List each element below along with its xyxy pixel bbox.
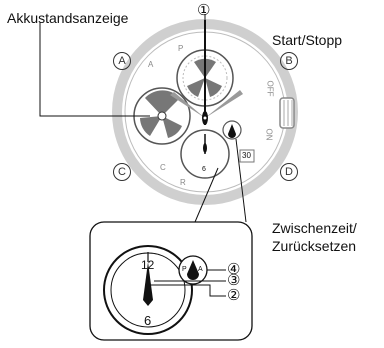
bezel-off: OFF <box>265 80 275 97</box>
bezel-p: P <box>178 44 184 53</box>
callout-4: ④ <box>227 261 241 278</box>
lap-reset-label-line1: Zwischenzeit/ <box>272 220 357 236</box>
bezel-on: ON <box>264 128 274 141</box>
date-window <box>239 149 255 163</box>
zoom-line-left <box>194 167 219 223</box>
mini-dial-six: 6 <box>202 166 206 173</box>
callout-3: ③ <box>227 272 241 289</box>
minute-hand <box>205 90 243 118</box>
start-stop-label: Start/Stopp <box>272 32 343 48</box>
battery-indicator-label: Akkustandsanzeige <box>7 10 129 26</box>
zoom-line-right <box>235 138 247 223</box>
top-subdial-wedge-3 <box>187 78 205 97</box>
callout-1: ① <box>197 2 211 19</box>
top-subdial-wedge-2 <box>205 78 222 97</box>
battery-wedge-1 <box>145 90 180 116</box>
detail-mode-p: P <box>182 266 187 273</box>
date-value: 30 <box>242 151 251 160</box>
battery-wedge-3 <box>140 116 162 136</box>
callout-2: ② <box>227 287 241 304</box>
lap-reset-label-line2: Zurücksetzen <box>272 238 357 254</box>
button-b-label: B <box>280 52 298 70</box>
button-a-label: A <box>113 52 131 70</box>
detail-mode-a: A <box>198 266 203 273</box>
button-d-label: D <box>280 163 298 181</box>
battery-leader-line <box>39 22 150 117</box>
detail-twelve: 12 <box>141 258 155 272</box>
button-c-label: C <box>113 163 131 181</box>
battery-wedge-2 <box>162 116 182 138</box>
detail-hand <box>143 262 153 306</box>
detail-six: 6 <box>144 313 152 328</box>
hour-hand <box>170 92 205 118</box>
callout-2-line <box>150 284 226 297</box>
bezel-c: C <box>160 163 166 172</box>
bezel-r: R <box>180 178 186 187</box>
bezel-a: A <box>148 60 154 69</box>
